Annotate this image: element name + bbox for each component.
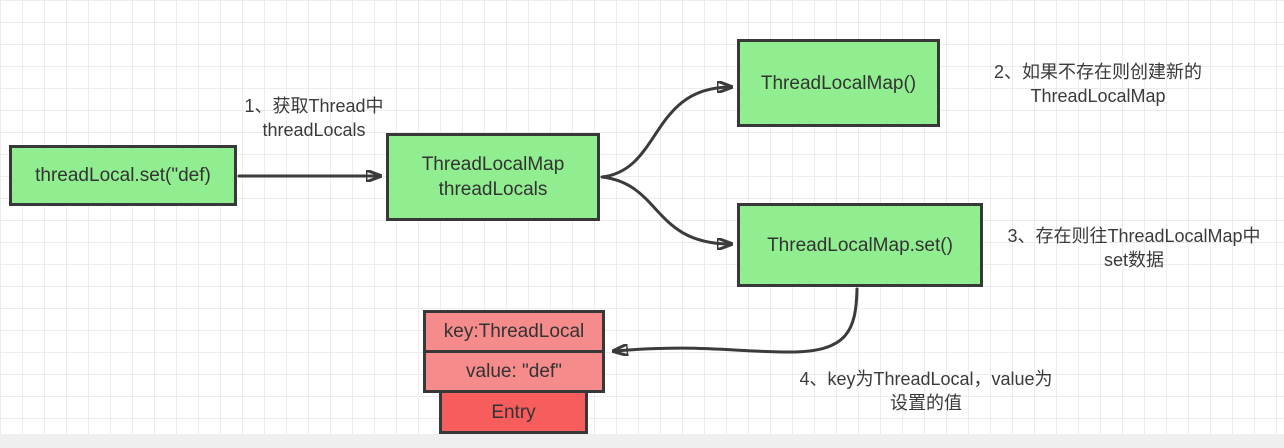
annotation-step1-line1: 1、获取Thread中 xyxy=(244,96,384,116)
node-threadlocalmap-set-label: ThreadLocalMap.set() xyxy=(767,234,953,256)
annotation-step2: 2、如果不存在则创建新的 ThreadLocalMap xyxy=(950,60,1246,108)
node-threadlocals-line2: threadLocals xyxy=(438,179,548,200)
node-entry-key-label: key:ThreadLocal xyxy=(443,321,585,342)
node-threadlocals-line1: ThreadLocalMap xyxy=(421,154,565,175)
node-threadlocalmap-set[interactable]: ThreadLocalMap.set() xyxy=(737,203,983,287)
node-entry-key[interactable]: key:ThreadLocal xyxy=(423,310,605,353)
arrow-threadlocals-to-new-map xyxy=(600,87,731,179)
annotation-step1-line2: threadLocals xyxy=(262,120,366,140)
annotation-step4: 4、key为ThreadLocal，value为 设置的值 xyxy=(776,367,1076,415)
annotation-step3: 3、存在则往ThreadLocalMap中 set数据 xyxy=(984,224,1284,272)
annotation-step1: 1、获取Thread中 threadLocals xyxy=(226,94,402,142)
canvas-bottom-edge xyxy=(0,434,1284,448)
annotation-step2-line1: 2、如果不存在则创建新的 xyxy=(993,62,1202,82)
annotation-step3-line2: set数据 xyxy=(1103,250,1164,270)
arrow-threadlocals-to-map-set xyxy=(600,175,731,244)
annotation-step4-line2: 设置的值 xyxy=(890,393,962,413)
node-threadlocal-set[interactable]: threadLocal.set("def) xyxy=(9,145,237,206)
annotation-step2-line2: ThreadLocalMap xyxy=(1030,86,1166,106)
annotation-step3-line1: 3、存在则往ThreadLocalMap中 xyxy=(1007,226,1261,246)
node-entry-label: Entry xyxy=(491,401,536,423)
node-threadlocal-set-label: threadLocal.set("def) xyxy=(35,165,211,186)
node-threadlocalmap-threadlocals[interactable]: ThreadLocalMap threadLocals xyxy=(386,133,600,221)
node-entry[interactable]: Entry xyxy=(439,390,588,434)
node-threadlocalmap-constructor-label: ThreadLocalMap() xyxy=(760,72,917,94)
annotation-step4-line1: 4、key为ThreadLocal，value为 xyxy=(799,369,1053,389)
node-threadlocalmap-constructor[interactable]: ThreadLocalMap() xyxy=(737,39,940,127)
arrow-map-set-to-entry xyxy=(614,287,859,352)
node-entry-value-label: value: "def" xyxy=(466,361,562,382)
node-entry-value[interactable]: value: "def" xyxy=(423,350,605,393)
